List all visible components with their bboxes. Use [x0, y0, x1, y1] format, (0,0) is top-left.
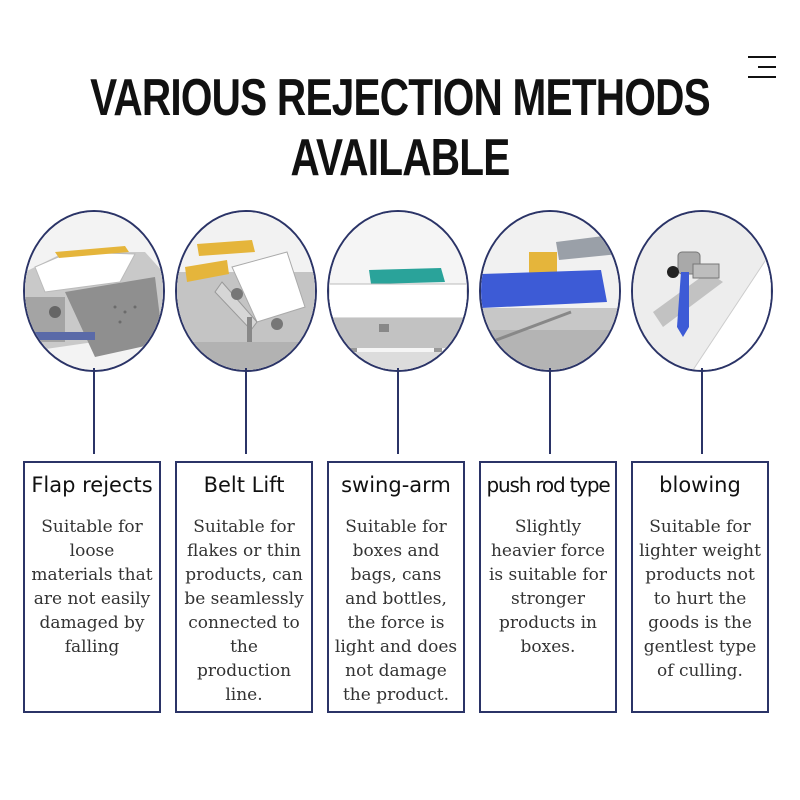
connector-line	[245, 368, 247, 454]
method-description: Suitable for boxes and bags, cans and bo…	[334, 517, 458, 705]
method-title: blowing	[659, 473, 741, 497]
connector-line	[549, 368, 551, 454]
method-push-rod: push rod type Slightly heavier force is …	[479, 0, 621, 800]
method-title: Flap rejects	[31, 473, 153, 497]
method-card: push rod type Slightly heavier force is …	[479, 461, 617, 713]
method-description: Suitable for flakes or thin products, ca…	[184, 517, 304, 705]
method-belt-lift: Belt Lift Suitable for flakes or thin pr…	[175, 0, 317, 800]
method-flap-rejects: Flap rejects Suitable for loose material…	[23, 0, 165, 800]
method-description: Suitable for lighter weight products not…	[639, 517, 761, 681]
method-card: Flap rejects Suitable for loose material…	[23, 461, 161, 713]
page-title: VARIOUS REJECTION METHODS AVAILABLE	[90, 69, 711, 187]
method-card: swing-arm Suitable for boxes and bags, c…	[327, 461, 465, 713]
method-title: push rod type	[486, 473, 611, 497]
flap-rejects-image	[23, 210, 165, 372]
belt-lift-image	[175, 210, 317, 372]
hamburger-menu-icon[interactable]	[748, 56, 776, 80]
blowing-image	[631, 210, 773, 372]
method-title: Belt Lift	[203, 473, 285, 497]
method-description: Suitable for loose materials that are no…	[31, 517, 153, 657]
connector-line	[701, 368, 703, 454]
method-card: blowing Suitable for lighter weight prod…	[631, 461, 769, 713]
push-rod-image	[479, 210, 621, 372]
method-swing-arm: swing-arm Suitable for boxes and bags, c…	[327, 0, 469, 800]
method-blowing: blowing Suitable for lighter weight prod…	[631, 0, 773, 800]
method-title: swing-arm	[341, 473, 451, 497]
connector-line	[93, 368, 95, 454]
method-description: Slightly heavier force is suitable for s…	[488, 517, 608, 657]
connector-line	[397, 368, 399, 454]
swing-arm-image	[327, 210, 469, 372]
method-card: Belt Lift Suitable for flakes or thin pr…	[175, 461, 313, 713]
